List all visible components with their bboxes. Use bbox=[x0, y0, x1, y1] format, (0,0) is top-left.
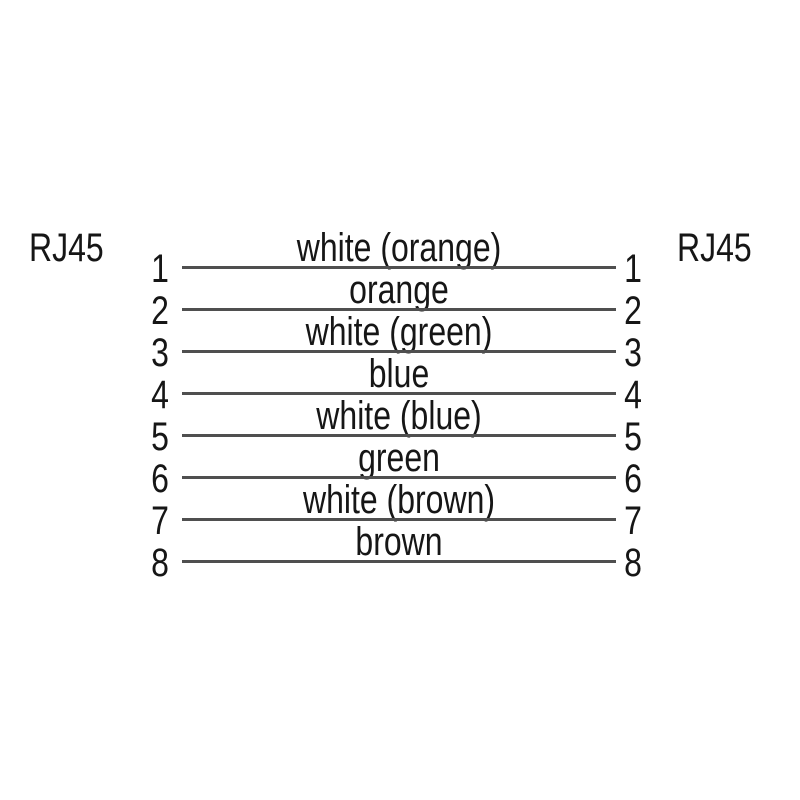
wire-line bbox=[182, 308, 616, 311]
wire-color-label: white (blue) bbox=[316, 394, 482, 438]
left-connector-label: RJ45 bbox=[29, 226, 104, 270]
left-pin-number: 8 bbox=[151, 541, 169, 585]
right-connector-label: RJ45 bbox=[677, 226, 752, 270]
wire-line bbox=[182, 392, 616, 395]
left-pin-number: 7 bbox=[151, 499, 169, 543]
right-pin-number: 6 bbox=[624, 457, 642, 501]
wire-line bbox=[182, 476, 616, 479]
left-pin-number: 6 bbox=[151, 457, 169, 501]
right-pin-number: 5 bbox=[624, 415, 642, 459]
wire-line bbox=[182, 434, 616, 437]
right-pin-number: 2 bbox=[624, 289, 642, 333]
right-pin-number: 7 bbox=[624, 499, 642, 543]
left-pin-number: 4 bbox=[151, 373, 169, 417]
wire-color-label: green bbox=[358, 436, 440, 480]
wire-line bbox=[182, 518, 616, 521]
wire-line bbox=[182, 266, 616, 269]
wire-color-label: blue bbox=[368, 352, 430, 396]
wire-color-label: white (orange) bbox=[296, 226, 502, 270]
wire-color-label: orange bbox=[349, 268, 449, 312]
right-pin-number: 3 bbox=[624, 331, 642, 375]
left-pin-number: 3 bbox=[151, 331, 169, 375]
right-pin-number: 8 bbox=[624, 541, 642, 585]
left-pin-number: 5 bbox=[151, 415, 169, 459]
wire-color-label: white (brown) bbox=[302, 478, 496, 522]
wire-color-label: brown bbox=[355, 520, 443, 564]
right-pin-number: 4 bbox=[624, 373, 642, 417]
wire-line bbox=[182, 350, 616, 353]
wire-line bbox=[182, 560, 616, 563]
wire-color-label: white (green) bbox=[305, 310, 493, 354]
right-pin-number: 1 bbox=[624, 247, 642, 291]
left-pin-number: 2 bbox=[151, 289, 169, 333]
left-pin-number: 1 bbox=[151, 247, 169, 291]
